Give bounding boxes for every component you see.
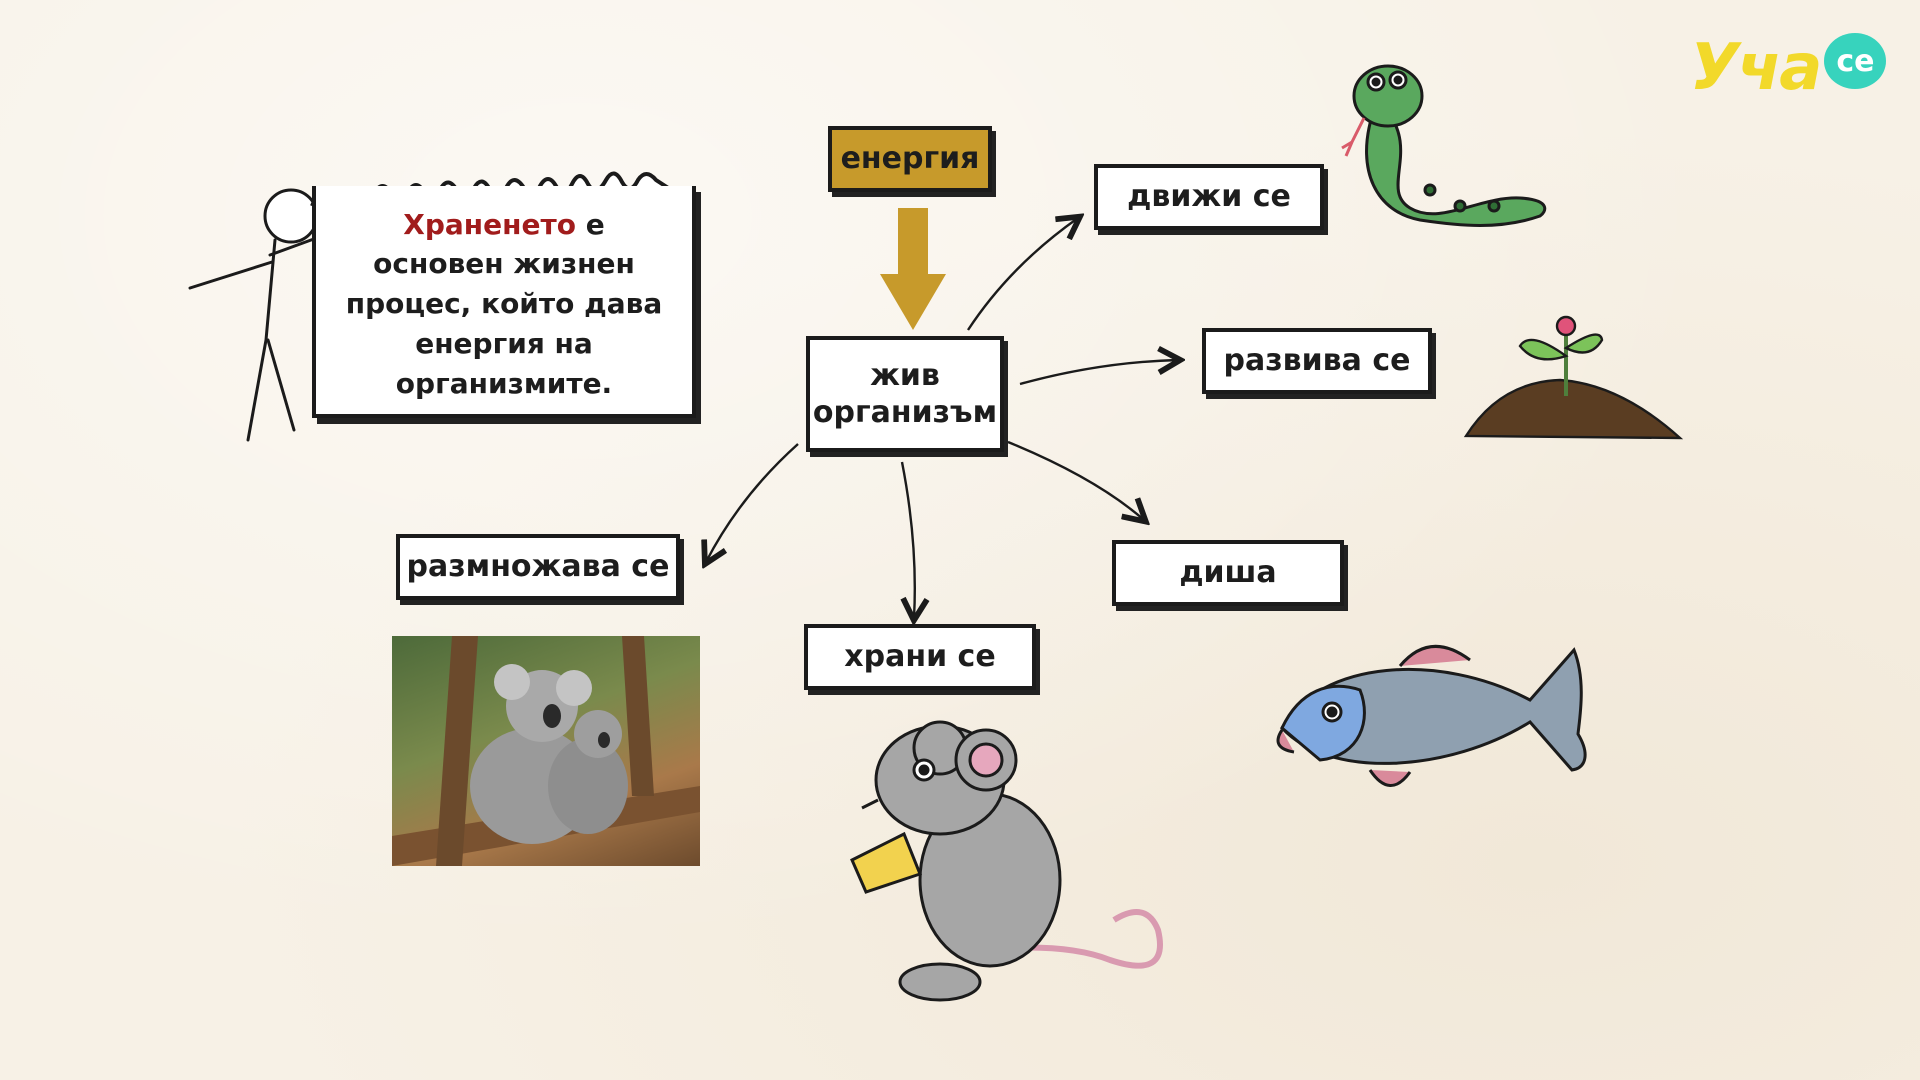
logo-bubble: се — [1824, 33, 1887, 89]
koala-drawing — [392, 636, 700, 866]
definition-text: Храненето е основен жизнен процес, който… — [336, 205, 672, 404]
snake-illustration — [1341, 64, 1547, 227]
definition-rest: е основен жизнен процес, който дава енер… — [345, 207, 663, 400]
feeds-box: храни се — [804, 624, 1036, 690]
moves-box: движи се — [1094, 164, 1324, 230]
mouse-illustration — [850, 720, 1163, 1002]
arrow-to-feeds — [902, 461, 915, 618]
koala-photo — [392, 636, 700, 866]
arrow-to-develops — [1019, 360, 1178, 386]
feeds-label: храни се — [844, 639, 996, 675]
definition-note: Храненето е основен жизнен процес, който… — [312, 186, 696, 418]
arrow-to-reproduces — [706, 443, 799, 562]
energy-arrow — [880, 208, 946, 330]
ucha-se-logo: Уча се — [1690, 28, 1900, 108]
center-line-2: организъм — [812, 395, 998, 430]
reproduces-label: размножава се — [406, 549, 670, 585]
develops-box: развива се — [1202, 328, 1432, 394]
center-line-1: жив — [870, 357, 940, 393]
energy-box: енергия — [828, 126, 992, 192]
logo-word: Уча — [1690, 31, 1822, 105]
reproduces-box: размножава се — [396, 534, 680, 600]
develops-label: развива се — [1223, 343, 1411, 379]
seedling-illustration — [1463, 315, 1684, 440]
arrow-to-moves — [966, 218, 1078, 331]
living-organism-box: жив организъм — [806, 336, 1004, 452]
arrow-to-breathes — [1007, 440, 1144, 520]
energy-label: енергия — [840, 141, 980, 177]
stick-figure — [188, 188, 336, 442]
breathes-box: диша — [1112, 540, 1344, 606]
definition-highlight: Храненето — [403, 207, 576, 241]
moves-label: движи се — [1127, 179, 1291, 215]
breathes-label: диша — [1179, 555, 1277, 591]
fish-illustration — [1276, 645, 1587, 787]
